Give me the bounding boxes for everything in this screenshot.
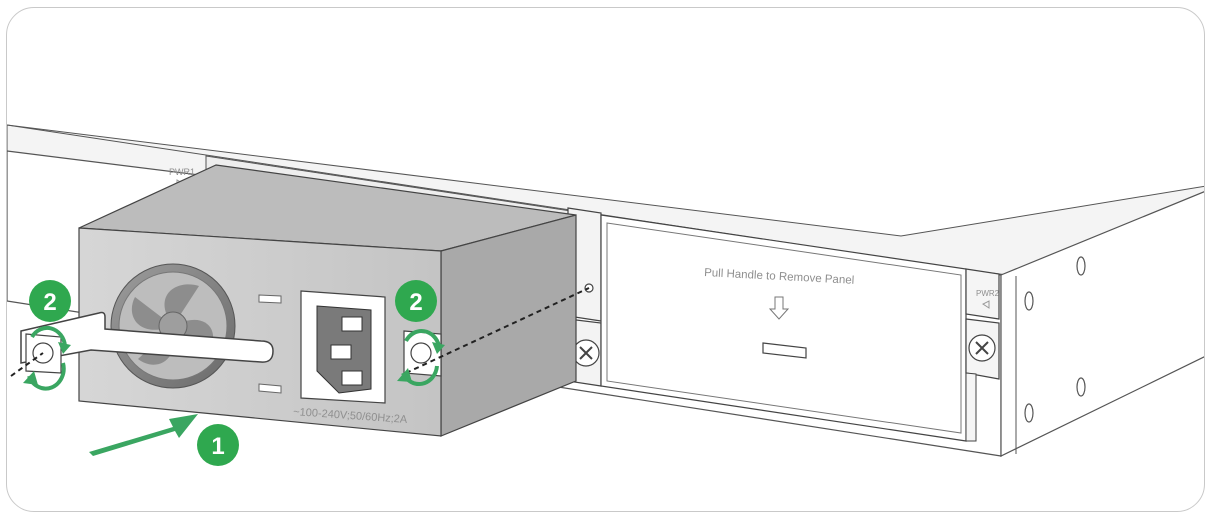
psu-handle[interactable] <box>20 311 274 364</box>
slot2-label: PWR2 <box>976 289 1000 298</box>
svg-text:2: 2 <box>409 289 422 316</box>
rotate-arrow-icon <box>397 329 445 387</box>
step-badge-2-right: 2 <box>395 280 437 322</box>
power-supply-module[interactable]: ~100-240V;50/60Hz;2A <box>20 164 577 437</box>
rack-hole <box>1076 256 1086 276</box>
slot1-label: PWR1 <box>169 167 195 177</box>
svg-text:2: 2 <box>43 289 56 316</box>
step-badge-1: 1 <box>197 424 239 466</box>
rack-hole <box>1076 377 1086 397</box>
slot-triangle-icon <box>982 300 990 309</box>
vent-icon <box>258 294 282 304</box>
rack-hole <box>1024 291 1034 311</box>
installation-diagram: PWR1 Pull Handle to Remove Panel PWR2 <box>7 124 1204 466</box>
rack-hole <box>1024 403 1034 423</box>
push-arrow-icon <box>89 414 198 456</box>
blank-filler-panel[interactable]: Pull Handle to Remove Panel PWR2 <box>600 214 1000 442</box>
down-arrow-icon <box>768 296 790 320</box>
fan-icon <box>110 263 236 389</box>
alignment-line <box>405 287 590 374</box>
step-badge-2-left: 2 <box>29 280 71 322</box>
rotate-arrow-icon <box>23 325 71 391</box>
alignment-line <box>10 352 44 377</box>
screw-icon <box>410 342 432 364</box>
diagram-frame: PWR1 Pull Handle to Remove Panel PWR2 <box>6 7 1205 512</box>
panel-handle[interactable] <box>762 342 807 359</box>
svg-text:1: 1 <box>211 433 224 460</box>
vent-icon <box>258 383 282 394</box>
power-socket-icon <box>300 290 386 404</box>
